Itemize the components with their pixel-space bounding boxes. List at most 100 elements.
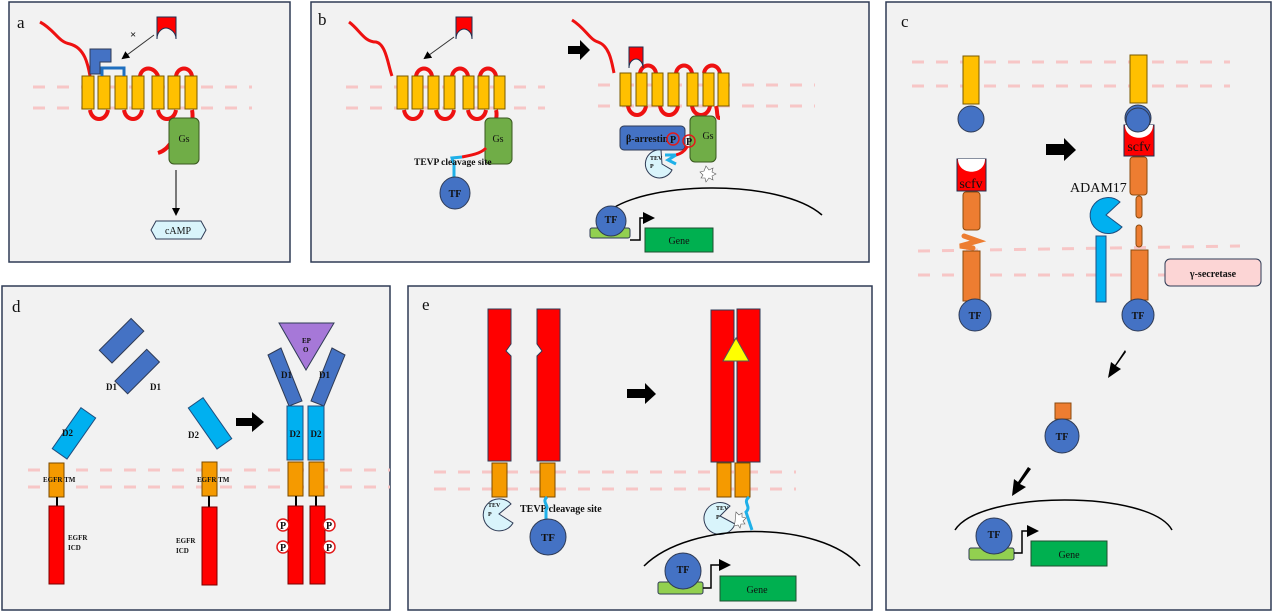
gs-protein	[168, 117, 200, 165]
d2-label: D2	[290, 429, 301, 439]
transition-arrow-icon	[1046, 138, 1076, 161]
tf-label-left: TF	[969, 311, 982, 322]
panel-b: b Gs	[310, 1, 870, 263]
adam17-stalk	[1095, 235, 1107, 303]
d2-label: D2	[62, 428, 73, 438]
d1-domain-left-b	[114, 348, 161, 395]
phospho-label: P	[326, 521, 332, 532]
phospho-circle-2	[682, 134, 696, 148]
cleavage-linker	[664, 153, 677, 166]
adam17-label: ADAM17	[1070, 181, 1127, 196]
notch-ecd	[1129, 156, 1148, 196]
transition-arrow-icon	[236, 412, 264, 432]
camp-label: cAMP	[165, 226, 192, 237]
epo-label-1: EP	[302, 337, 312, 345]
phospho-label: P	[280, 543, 286, 554]
d2-label: D2	[311, 429, 322, 439]
notch-cut-fragment-2	[1135, 224, 1143, 248]
panel-d-label: d	[12, 297, 21, 316]
egfr-icd	[201, 506, 218, 586]
tevp-label-1: TEV	[488, 503, 501, 509]
release-arrow-icon	[1108, 350, 1126, 378]
d1-domain-dimer-right	[310, 347, 346, 407]
gene-label: Gene	[746, 585, 768, 596]
tf-node-nucleus	[595, 205, 627, 237]
d1-label: D1	[319, 370, 330, 380]
tf-label-nucleus: TF	[605, 215, 618, 226]
egfr-icd	[48, 505, 65, 585]
egfr-icd-label-2: ICD	[68, 544, 81, 552]
tf-node-nucleus	[664, 552, 702, 590]
epo-ligand-icon	[278, 322, 335, 371]
ligand-triangle-icon	[722, 336, 750, 362]
tevp-label-2: P	[488, 512, 492, 518]
cleavage-linker	[744, 495, 754, 531]
tf-label-released: TF	[1056, 432, 1069, 443]
nuclear-envelope	[954, 499, 1173, 531]
tf-label-right: TF	[1132, 311, 1145, 322]
d1-label: D1	[106, 382, 117, 392]
panel-e-frame	[407, 285, 873, 611]
receptor-dimer-left	[710, 309, 735, 463]
d2-domain-dimer-left	[286, 405, 304, 461]
gs-label-left: Gs	[492, 134, 503, 145]
phospho-label-1: P	[670, 135, 676, 146]
phospho-circle-1	[666, 132, 680, 146]
beta-arrestin-label: β-arrestin	[626, 134, 669, 145]
antigen-stalk	[1129, 54, 1148, 104]
ligand-icon	[156, 16, 177, 40]
linker	[100, 66, 126, 76]
cleavage-burst-icon	[733, 511, 747, 529]
panel-e-label: e	[422, 295, 430, 314]
panel-c-frame	[885, 1, 1272, 611]
gs-label-right: Gs	[702, 131, 713, 142]
panel-b-frame	[310, 1, 870, 263]
cleavage-linker	[543, 495, 549, 523]
c-tail	[461, 146, 488, 159]
n-terminus-tail	[348, 20, 394, 77]
gamma-secretase-box	[1164, 258, 1262, 287]
gpcr-helices-right	[619, 72, 730, 107]
tevp-label-1: TEV	[716, 506, 729, 512]
tevp-cleavage-label: TEVP cleavage site	[520, 504, 602, 515]
camp-badge	[150, 220, 207, 240]
d2-domain-dimer-right	[307, 405, 325, 461]
gs-protein-right	[689, 115, 717, 163]
panel-a-frame	[8, 1, 291, 263]
d1-domain-left-a	[98, 317, 145, 364]
gpcr-loops-right	[626, 63, 722, 120]
panel-a: a × Gs	[8, 1, 291, 263]
antigen	[957, 105, 985, 133]
transition-arrow-icon	[568, 40, 590, 60]
ligand-arrow	[121, 34, 155, 60]
tevp-protease-icon	[482, 498, 514, 532]
tf-label-nucleus: TF	[988, 530, 1001, 541]
antigen-bound-overlay	[1125, 107, 1151, 133]
tf-node-left	[958, 298, 992, 332]
tevp-protease-icon	[703, 502, 736, 535]
cleavage-burst-icon	[699, 165, 717, 183]
tm-left	[491, 462, 508, 498]
panel-c: c scfv TF scfv TF ADAM	[885, 1, 1272, 611]
gpcr-helices-left	[396, 75, 506, 110]
transcription-arrow-icon	[630, 212, 655, 241]
ligand-icon	[455, 16, 473, 40]
tf-label-nucleus: TF	[677, 565, 690, 576]
receptor-ecd-left	[487, 308, 512, 462]
c-tail	[675, 146, 689, 157]
tf-label: TF	[541, 532, 555, 544]
antigen-stalk	[962, 55, 980, 105]
transcription-arrow-icon	[703, 559, 731, 589]
notch-cut-fragment-1	[1135, 195, 1143, 219]
egfr-tm-dimer-left	[287, 461, 304, 497]
notch-tm	[962, 250, 981, 302]
tevp-cleavage-label: TEVP cleavage site	[414, 158, 492, 168]
nuclear-import-arrow-icon	[1012, 467, 1031, 496]
tm-dimer-left	[716, 462, 732, 498]
d2-domain	[51, 407, 97, 460]
panel-a-label: a	[17, 13, 25, 32]
n-terminus-tail	[571, 18, 616, 74]
gene-box	[644, 227, 714, 253]
scfv-label-left: scfv	[959, 177, 982, 192]
